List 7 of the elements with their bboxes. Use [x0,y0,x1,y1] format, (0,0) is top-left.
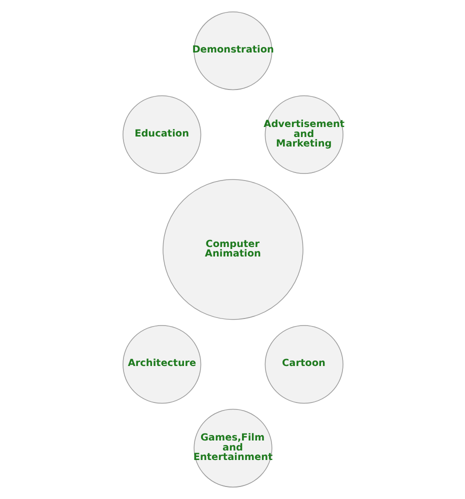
node-circle: Demonstration [193,12,272,90]
node-circle: Computer Animation [162,179,303,320]
node-circle: Games,Film and Entertainment [193,408,272,488]
node-circle: Cartoon [264,325,343,404]
node-circle: Architecture [122,325,201,404]
node-circle: Advertisement and Marketing [264,95,343,174]
node-circle: Education [122,95,201,174]
